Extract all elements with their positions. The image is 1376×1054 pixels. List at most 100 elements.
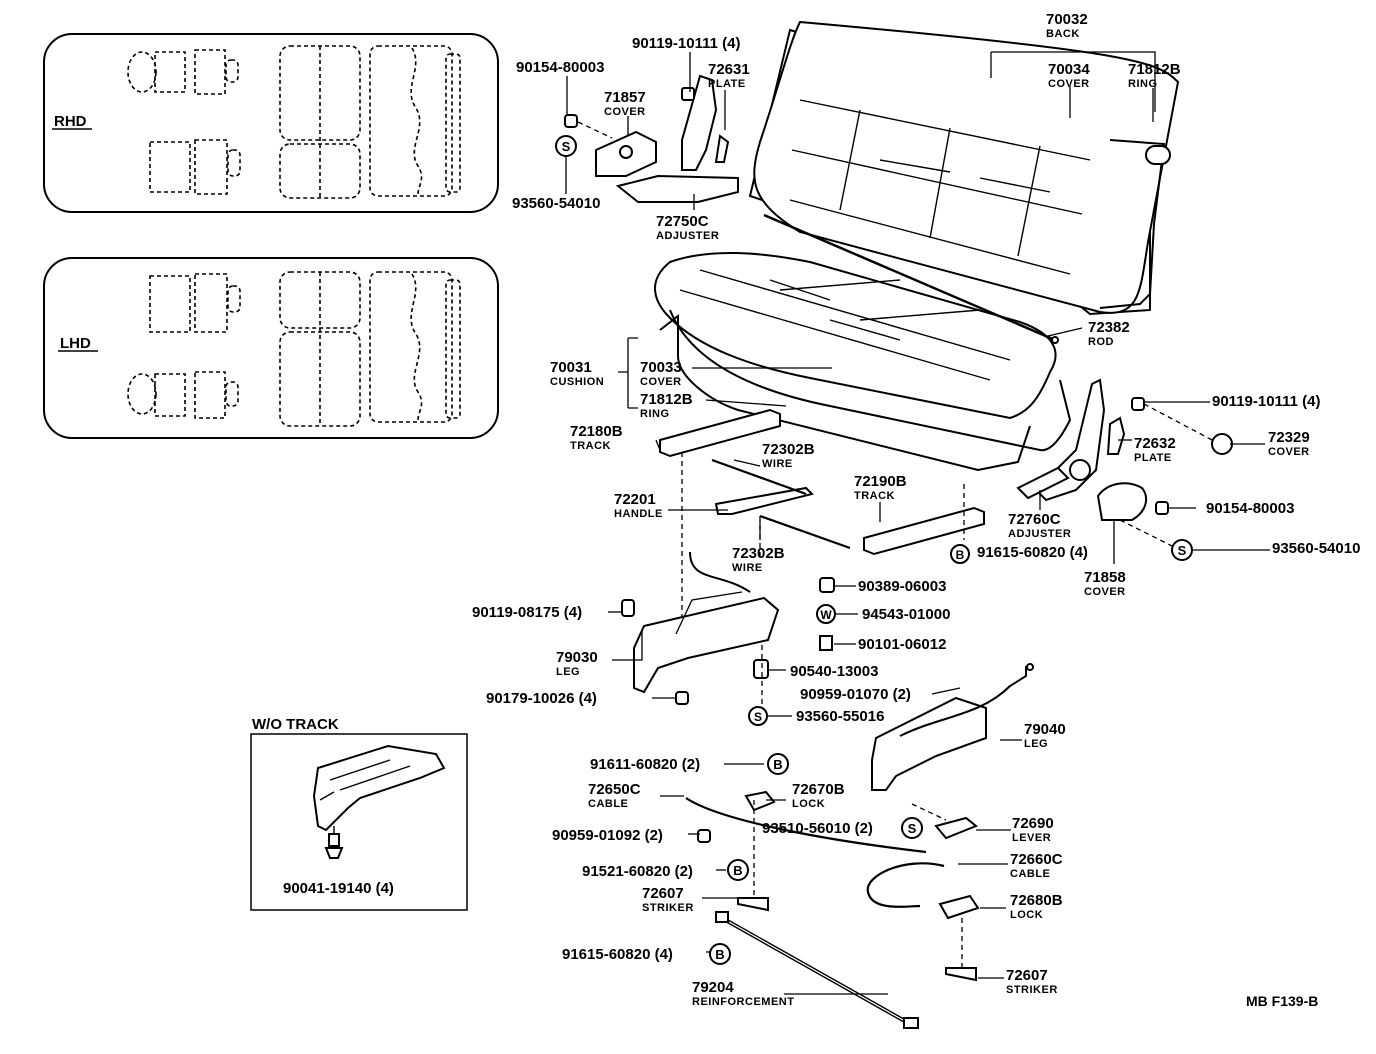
part-number: 90101-06012 [858,636,946,653]
part-number: 72201 [614,491,656,508]
striker-72607-a-shape [737,897,769,912]
part-callout-p93560_55016: 93560-55016 [796,708,884,725]
lhd-label: LHD [60,335,91,352]
part-name: COVER [1048,78,1090,90]
part-name: LOCK [1010,909,1043,921]
part-number: 72382 [1088,319,1130,336]
part-number: 90119-10111 (4) [632,35,740,52]
part-number: 90540-13003 [790,663,878,680]
part-number: 71857 [604,89,646,106]
lock-72670B-shape [744,790,776,812]
part-number: 90154-80003 [1206,500,1294,517]
part-callout-p93560_54010_b: 93560-54010 [1272,540,1360,557]
part-callout-p90959_01092: 90959-01092 (2) [552,827,663,844]
part-number: 70033 [640,359,682,376]
plate-72631-shape [681,74,718,171]
rhd-layout-view: RHD [43,33,499,213]
part-name: REINFORCEMENT [692,996,794,1008]
rhd-label: RHD [54,113,87,130]
part-number: 79040 [1024,721,1066,738]
symbol-b-91615-a: B [956,548,965,562]
part-number: 93560-54010 [1272,540,1360,557]
diagram-code: MB F139-B [1246,993,1318,1009]
part-name: CABLE [1010,868,1050,880]
part-number: 93560-55016 [796,708,884,725]
part-callout-p91611_60820: 91611-60820 (2) [590,756,700,773]
part-number: 71858 [1084,569,1126,586]
leader-lines [565,51,1270,995]
part-number: 93560-54010 [512,195,600,212]
part-name: PLATE [708,78,746,90]
part-callout-p90959_01070: 90959-01070 (2) [800,686,911,703]
part-number: 90959-01070 (2) [800,686,911,703]
adjuster-72750C-shape [615,174,739,203]
part-name: STRIKER [642,902,694,914]
part-number: 91615-60820 (4) [562,946,673,963]
lever-72690-shape [934,816,978,840]
part-number: 72760C [1008,511,1061,528]
symbol-w: W [820,608,832,622]
part-callout-p90119_10111_a: 90119-10111 (4) [632,35,740,52]
part-name: LEVER [1012,832,1051,844]
part-name: CUSHION [550,376,604,388]
part-name: BACK [1046,28,1080,40]
part-callout-p93560_54010_a: 93560-54010 [512,195,600,212]
part-name: COVER [1084,586,1126,598]
part-number: 72607 [642,885,684,902]
part-name: COVER [640,376,682,388]
part-name: LOCK [792,798,825,810]
part-name: LEG [556,666,580,678]
cover-72329-shape [1211,433,1233,455]
without-track-inset: W/O TRACK 90041-19140 (4) [250,716,468,911]
part-name: WIRE [732,562,763,574]
part-number: 90959-01092 (2) [552,827,663,844]
part-number: 72190B [854,473,907,490]
part-number: 72607 [1006,967,1048,984]
part-number: 90119-08175 (4) [472,604,582,621]
part-callout-p93510_56010: 93510-56010 (2) [762,820,873,837]
part-number: 91611-60820 (2) [590,756,700,773]
part-callout-p90154_80003_b: 90154-80003 [1206,500,1294,517]
leg-79030-shape [633,596,780,694]
lhd-layout-view: LHD [43,257,499,439]
part-callout-p90179_10026: 90179-10026 (4) [486,690,597,707]
part-name: RING [640,408,670,420]
part-number: 72302B [732,545,785,562]
part-number: 72680B [1010,892,1063,909]
inset-title: W/O TRACK [252,716,339,733]
part-name: RING [1128,78,1158,90]
part-name: TRACK [854,490,895,502]
part-name: COVER [1268,446,1310,458]
leg-79040-shape [871,696,987,791]
part-name: LEG [1024,738,1048,750]
symbol-markers: S B S B S B B [555,135,1193,965]
symbol-s-93560-54010-b: S [1178,543,1187,558]
part-number: 70032 [1046,11,1088,28]
part-callout-p90154_80003_a: 90154-80003 [516,59,604,76]
part-name: ADJUSTER [1008,528,1071,540]
part-number: 90119-10111 (4) [1212,393,1320,410]
cable-72650C-shape [685,797,927,854]
plate-72632-shape [1106,416,1126,455]
part-callout-p94543_01000: 94543-01000 [862,606,950,623]
track-72190B-shape [863,506,985,556]
part-number: 72329 [1268,429,1310,446]
